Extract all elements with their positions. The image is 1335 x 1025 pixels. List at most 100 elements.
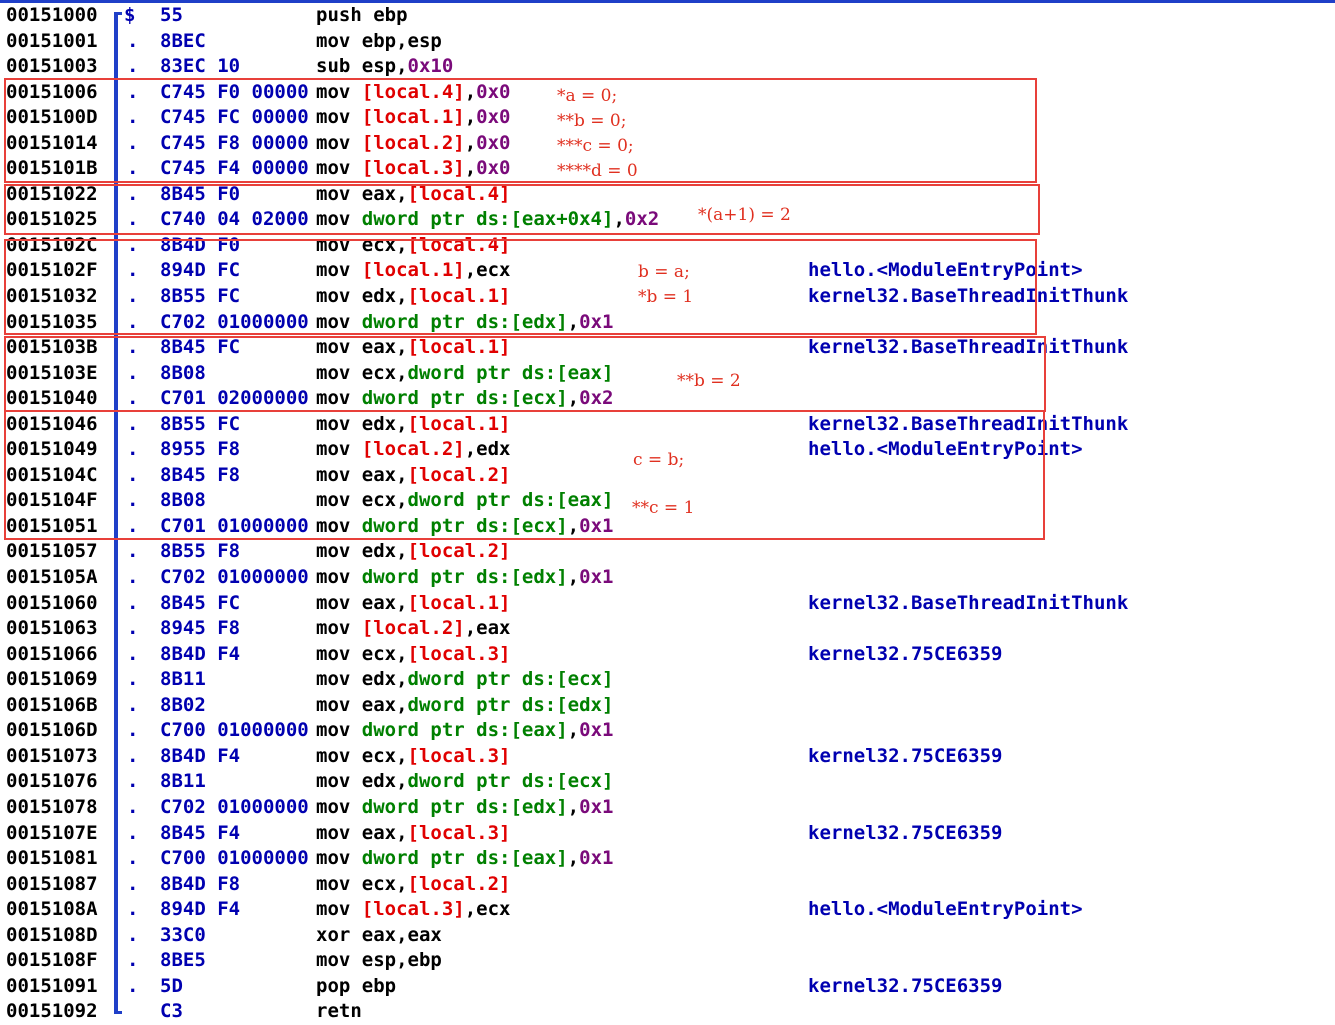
row-address: 00151000 bbox=[6, 4, 98, 26]
instruction-token: mov ecx, bbox=[316, 872, 408, 895]
row-hex-bytes: C745 FC 00000000 bbox=[160, 106, 308, 129]
instruction-token: dword ptr ds:[eax+0x4] bbox=[361, 208, 614, 231]
row-flow-marker: . bbox=[127, 591, 139, 614]
row-instruction: mov dword ptr ds:[eax],0x1 bbox=[316, 718, 613, 744]
row-flow-marker: . bbox=[127, 55, 139, 78]
row-hex-bytes: C700 01000000 bbox=[160, 719, 308, 742]
instruction-token: dword ptr ds:[eax] bbox=[407, 361, 614, 384]
instruction-token: [local.1] bbox=[407, 412, 511, 435]
row-hex-bytes: 8BE5 bbox=[160, 949, 206, 972]
instruction-token: mov eax, bbox=[316, 336, 408, 359]
instruction-token: mov bbox=[316, 106, 362, 129]
row-flow-marker: . bbox=[127, 285, 139, 308]
row-address: 0015108D bbox=[6, 923, 98, 946]
instruction-token: [local.4] bbox=[361, 80, 465, 103]
row-hex-bytes: 5D bbox=[160, 974, 183, 997]
instruction-token: xor eax,eax bbox=[316, 923, 442, 946]
row-comment: kernel32.BaseThreadInitThunk bbox=[808, 591, 1129, 614]
row-flow-marker: . bbox=[127, 182, 139, 205]
row-address: 00151066 bbox=[6, 642, 98, 665]
row-address: 0015106D bbox=[6, 719, 98, 742]
listing-row[interactable]: 00151014.C745 F8 00000000mov [local.2],0… bbox=[0, 131, 1335, 157]
row-flow-marker: . bbox=[127, 642, 139, 665]
row-address: 00151081 bbox=[6, 847, 98, 870]
row-address: 0015103E bbox=[6, 361, 98, 384]
annotation-b: **b = 0; bbox=[557, 111, 627, 131]
instruction-token: 0x1 bbox=[579, 719, 614, 742]
row-flow-marker: . bbox=[127, 106, 139, 129]
row-instruction: mov edx,[local.1] bbox=[316, 412, 510, 438]
instruction-token: [local.3] bbox=[407, 642, 511, 665]
row-hex-bytes: C745 F8 00000000 bbox=[160, 131, 308, 154]
instruction-token: mov bbox=[316, 719, 362, 742]
instruction-token: dword ptr ds:[ecx] bbox=[361, 387, 568, 410]
row-address: 00151051 bbox=[6, 514, 98, 537]
row-flow-marker: . bbox=[127, 80, 139, 103]
entry-marker: $ bbox=[124, 4, 136, 26]
listing-row[interactable]: 0015101B.C745 F4 00000000mov [local.3],0… bbox=[0, 156, 1335, 182]
instruction-token: , bbox=[464, 106, 477, 129]
instruction-token: mov bbox=[316, 80, 362, 103]
row-address: 00151006 bbox=[6, 80, 98, 103]
row-flow-marker: . bbox=[127, 131, 139, 154]
row-comment: kernel32.75CE6359 bbox=[808, 744, 1003, 767]
row-flow-marker: . bbox=[127, 361, 139, 384]
row-address: 00151046 bbox=[6, 412, 98, 435]
instruction-token: mov bbox=[316, 310, 362, 333]
row-hex-bytes: 8B4D F4 bbox=[160, 744, 241, 767]
row-flow-marker: . bbox=[127, 463, 139, 486]
row-address: 0015104C bbox=[6, 463, 98, 486]
listing-row[interactable]: 00151006.C745 F0 00000000mov [local.4],0… bbox=[0, 80, 1335, 106]
row-address: 00151092 bbox=[6, 1000, 98, 1023]
instruction-token: mov bbox=[316, 847, 362, 870]
row-hex-bytes: C701 01000000 bbox=[160, 514, 308, 537]
row-comment: hello.<ModuleEntryPoint> bbox=[808, 898, 1083, 921]
row-instruction: mov dword ptr ds:[ecx],0x1 bbox=[316, 514, 613, 540]
instruction-token: ,ecx bbox=[464, 259, 511, 282]
window-top-border bbox=[0, 0, 1335, 3]
row-address: 0015108A bbox=[6, 898, 98, 921]
row-address: 00151073 bbox=[6, 744, 98, 767]
row-hex-bytes: 8B45 FC bbox=[160, 591, 241, 614]
listing-row[interactable]: 0015100D.C745 FC 00000000mov [local.1],0… bbox=[0, 105, 1335, 131]
row-address: 0015107E bbox=[6, 821, 98, 844]
row-instruction: mov eax,[local.3] bbox=[316, 821, 510, 847]
row-address: 0015102F bbox=[6, 259, 98, 282]
